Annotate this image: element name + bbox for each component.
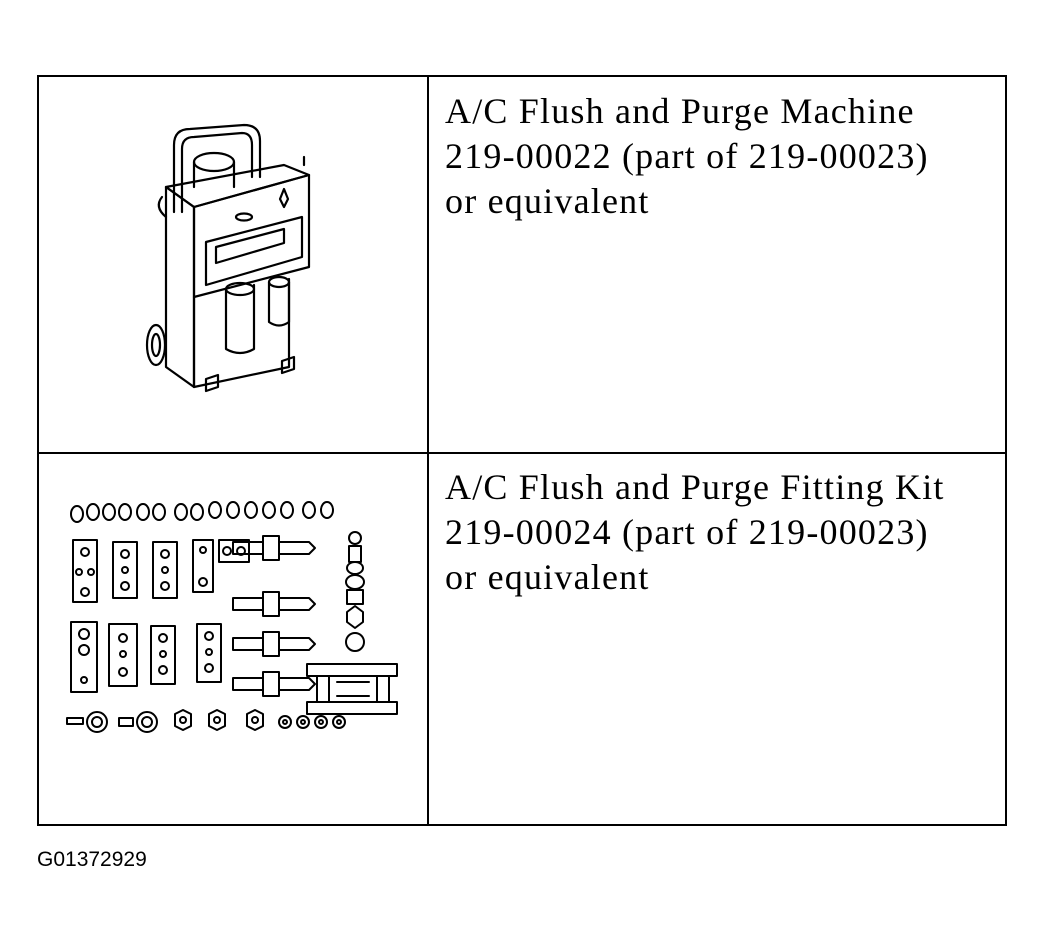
row-divider xyxy=(39,452,1005,454)
tool-equivalent-note: or equivalent xyxy=(445,557,650,597)
figure-id: G01372929 xyxy=(37,848,147,871)
column-divider xyxy=(427,77,429,824)
special-tools-table: A/C Flush and Purge Machine 219-00022 (p… xyxy=(37,75,1007,826)
tool-description-fitting-kit: A/C Flush and Purge Fitting Kit 219-0002… xyxy=(445,465,1005,600)
tool-description-flush-purge-machine: A/C Flush and Purge Machine 219-00022 (p… xyxy=(445,89,1005,224)
tool-part-number: 219-00022 (part of 219-00023) xyxy=(445,136,929,176)
tool-equivalent-note: or equivalent xyxy=(445,181,650,221)
flush-purge-machine-illustration xyxy=(145,123,311,393)
tool-name: A/C Flush and Purge Machine xyxy=(445,91,915,131)
tool-part-number: 219-00024 (part of 219-00023) xyxy=(445,512,929,552)
tool-name: A/C Flush and Purge Fitting Kit xyxy=(445,467,945,507)
fitting-kit-illustration xyxy=(66,501,398,733)
